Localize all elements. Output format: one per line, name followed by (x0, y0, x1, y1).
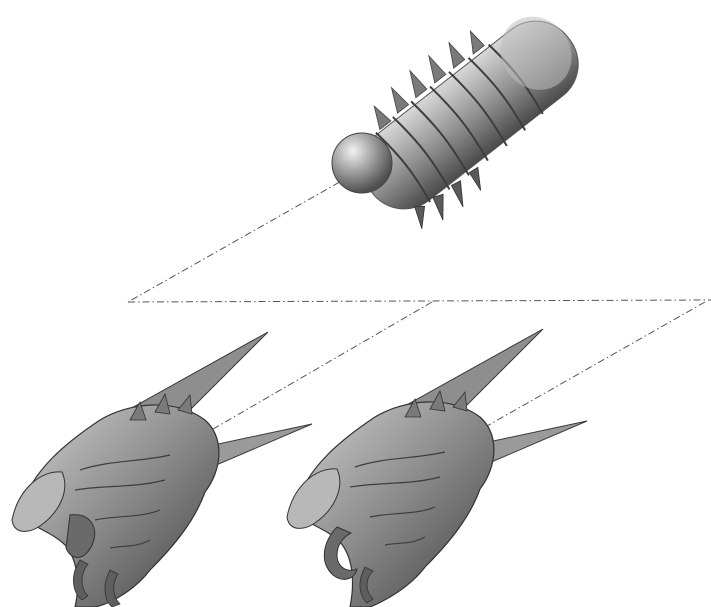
creature-model-open-jaw (287, 329, 587, 607)
connector-right-model (480, 302, 705, 430)
connector-top-to-left (128, 175, 352, 302)
capsule-front-sphere (332, 133, 392, 193)
connector-horizontal (128, 300, 711, 302)
creature-model-closed-jaw (12, 332, 312, 607)
capsule-proxy-model (327, 0, 610, 246)
